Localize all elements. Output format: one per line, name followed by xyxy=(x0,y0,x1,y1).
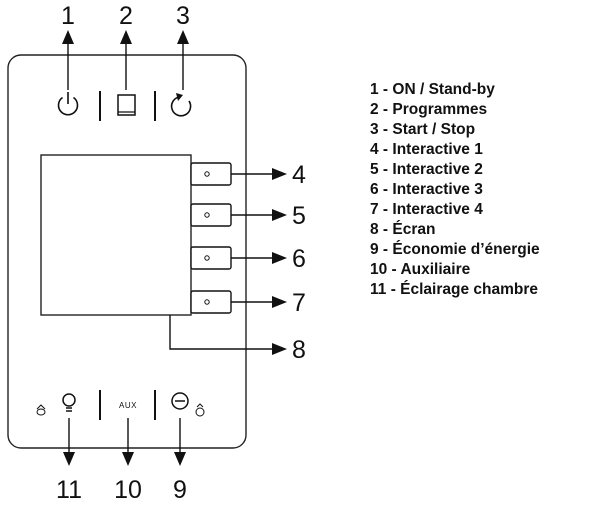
arrowhead-10 xyxy=(122,452,134,466)
eco-small-icon xyxy=(36,404,46,416)
legend-list: 1 - ON / Stand-by 2 - Programmes 3 - Sta… xyxy=(370,80,540,300)
callout-9: 9 xyxy=(173,476,187,504)
arrowhead-4 xyxy=(272,168,287,180)
legend-item: 5 - Interactive 2 xyxy=(370,161,483,178)
legend-item: 8 - Écran xyxy=(370,221,436,238)
callout-3: 3 xyxy=(176,2,190,30)
circle-dot-icon xyxy=(204,171,210,177)
callout-2: 2 xyxy=(119,2,133,30)
interactive-button-1[interactable] xyxy=(190,162,232,186)
lamp-icon xyxy=(62,393,76,412)
aux-button[interactable]: AUX xyxy=(119,401,137,410)
arrowhead-3 xyxy=(177,30,189,44)
circle-dot-icon xyxy=(204,299,210,305)
legend-item: 9 - Économie d’énergie xyxy=(370,241,540,258)
arrowhead-7 xyxy=(272,296,287,308)
circle-dot-icon xyxy=(204,212,210,218)
circle-dot-icon xyxy=(204,255,210,261)
power-icon xyxy=(57,92,79,116)
arrowhead-1 xyxy=(62,30,74,44)
interactive-button-2[interactable] xyxy=(190,203,232,227)
control-panel xyxy=(7,54,247,449)
legend-item: 11 - Éclairage chambre xyxy=(370,281,539,298)
eco-icon xyxy=(171,392,189,410)
legend-item: 4 - Interactive 1 xyxy=(370,141,483,158)
callout-7: 7 xyxy=(292,289,306,317)
callout-6: 6 xyxy=(292,245,306,273)
interactive-button-4[interactable] xyxy=(190,290,232,314)
legend-item: 1 - ON / Stand-by xyxy=(370,81,495,98)
callout-11: 11 xyxy=(56,476,82,504)
moon-small-icon xyxy=(195,403,205,417)
legend-item: 6 - Interactive 3 xyxy=(370,181,483,198)
legend-item: 7 - Interactive 4 xyxy=(370,201,483,218)
callout-10: 10 xyxy=(114,476,142,504)
callout-4: 4 xyxy=(292,161,306,189)
restart-icon xyxy=(170,93,192,117)
arrowhead-11 xyxy=(63,452,75,466)
legend-item: 2 - Programmes xyxy=(370,101,488,118)
programmes-button[interactable] xyxy=(117,94,136,116)
callout-1: 1 xyxy=(61,2,75,30)
power-button[interactable] xyxy=(57,92,79,116)
legend-item: 10 - Auxiliaire xyxy=(370,261,471,278)
arrowhead-9 xyxy=(174,452,186,466)
arrowhead-6 xyxy=(272,252,287,264)
screen xyxy=(40,154,192,316)
arrowhead-8 xyxy=(272,343,287,355)
interactive-button-3[interactable] xyxy=(190,246,232,270)
start-stop-button[interactable] xyxy=(170,93,192,117)
lighting-button[interactable] xyxy=(62,393,76,412)
callout-8: 8 xyxy=(292,336,306,364)
book-icon xyxy=(117,94,136,116)
arrow-8 xyxy=(169,315,276,350)
callout-5: 5 xyxy=(292,202,306,230)
arrowhead-2 xyxy=(120,30,132,44)
arrowhead-5 xyxy=(272,209,287,221)
energy-saving-button[interactable] xyxy=(171,392,189,410)
legend-item: 3 - Start / Stop xyxy=(370,121,476,138)
